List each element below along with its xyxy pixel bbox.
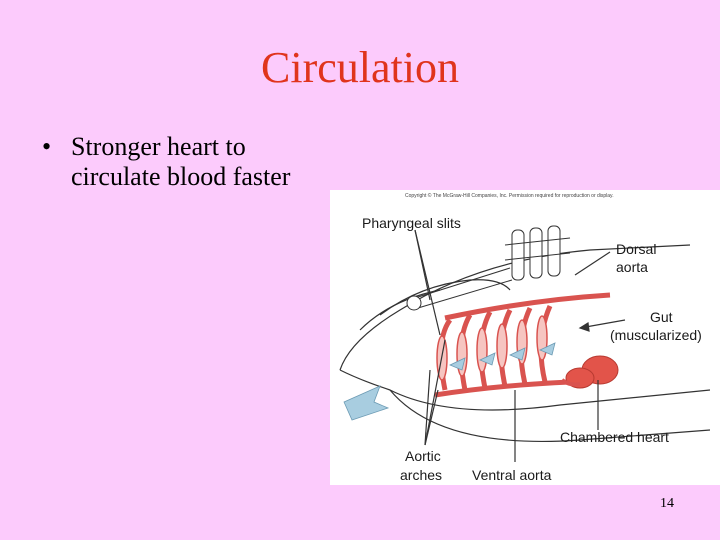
pharyngeal-slit-coils: [504, 225, 571, 281]
ventral-aorta-vessel: [434, 379, 571, 398]
label-pointers: [414, 229, 611, 462]
chambered-heart-shape: [560, 355, 619, 389]
notochord: [406, 267, 513, 311]
label-pharyngeal-slits: Pharyngeal slits: [362, 215, 461, 231]
copyright-notice: Copyright © The McGraw-Hill Companies, I…: [405, 192, 614, 199]
label-aortic-arches-line-2: arches: [400, 467, 442, 483]
label-chambered-heart: Chambered heart: [560, 429, 669, 445]
label-gut-line-1: Gut: [650, 309, 673, 325]
dorsal-aorta-vessel: [444, 292, 611, 321]
flow-arrows: [343, 342, 556, 421]
bullet-text-line-1: Stronger heart to: [71, 132, 246, 161]
bullet-icon: •: [42, 132, 52, 161]
inflow-arrow: [343, 385, 390, 421]
bullet-text: Stronger heart to circulate blood faster: [71, 132, 341, 192]
bullet-text-line-2: circulate blood faster: [71, 162, 291, 191]
label-gut-line-2: (muscularized): [610, 327, 702, 343]
circulation-diagram: Copyright © The McGraw-Hill Companies, I…: [330, 190, 720, 485]
gut-pointer: [578, 319, 626, 332]
gill-ovals: [436, 315, 548, 381]
label-aortic-arches-line-1: Aortic: [405, 448, 441, 464]
page-number: 14: [660, 496, 674, 511]
label-ventral-aorta: Ventral aorta: [472, 467, 552, 483]
slide-title: Circulation: [261, 43, 459, 92]
diagram-canvas: Copyright © The McGraw-Hill Companies, I…: [339, 192, 711, 483]
label-dorsal-aorta-line-2: aorta: [616, 259, 648, 275]
label-dorsal-aorta-line-1: Dorsal: [616, 241, 656, 257]
